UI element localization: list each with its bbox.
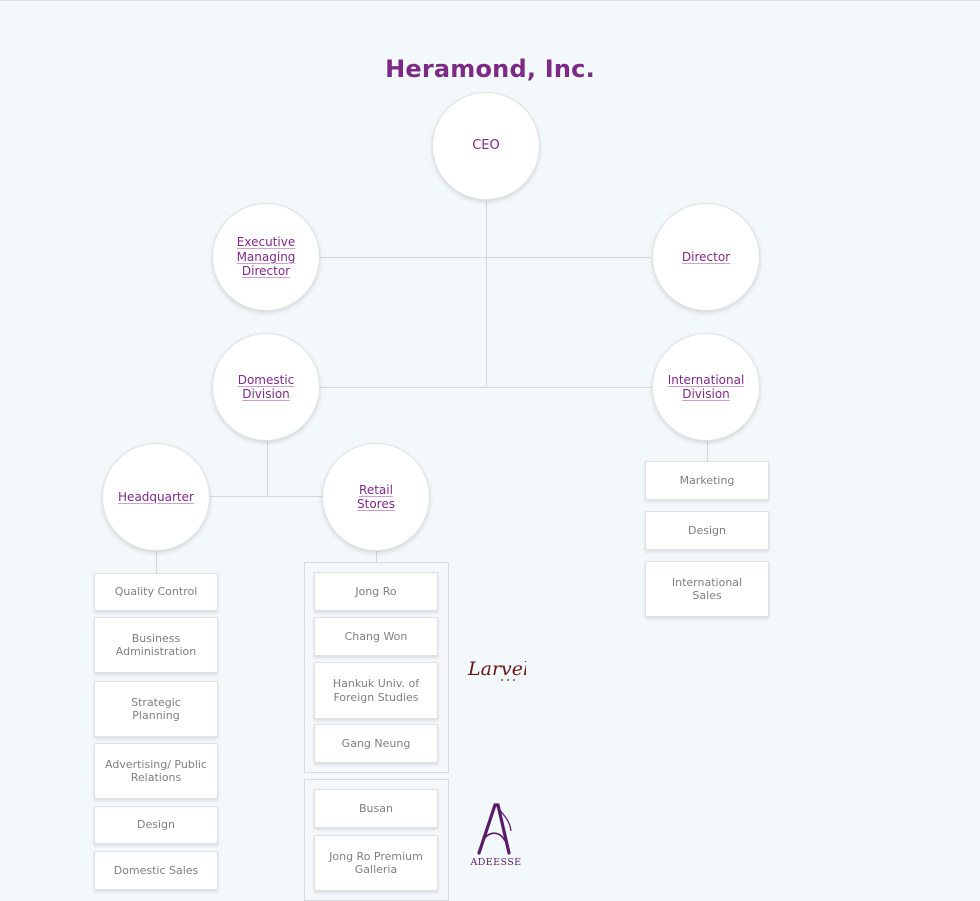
connector-domestic-down	[267, 441, 268, 497]
node-director-link[interactable]: Director	[681, 249, 731, 264]
node-domestic-division-link[interactable]: Domestic Division	[237, 372, 295, 402]
intl-dept-design: Design	[645, 511, 769, 550]
node-headquarter[interactable]: Headquarter	[102, 443, 210, 551]
connector-ceo-trunk	[486, 201, 487, 388]
node-domestic-division[interactable]: Domestic Division	[212, 333, 320, 441]
store-hankuk-univ: Hankuk Univ. of Foreign Studies	[314, 662, 438, 719]
connector-directors	[320, 257, 651, 258]
connector-hq-down	[156, 551, 157, 573]
store-jong-ro-premium-galleria: Jong Ro Premium Galleria	[314, 835, 438, 891]
store-gang-neung: Gang Neung	[314, 724, 438, 763]
connector-hq-retail	[210, 496, 322, 497]
larvel-logo: Larvel	[466, 655, 529, 683]
connector-retail-down	[376, 551, 377, 563]
node-headquarter-link[interactable]: Headquarter	[118, 489, 194, 504]
hq-dept-strategic-planning: Strategic Planning	[94, 681, 218, 737]
hq-dept-business-administration: Business Administration	[94, 617, 218, 673]
store-chang-won: Chang Won	[314, 617, 438, 656]
hq-dept-advertising-pr: Advertising/ Public Relations	[94, 743, 218, 799]
node-ceo: CEO	[432, 92, 540, 200]
hq-dept-quality-control: Quality Control	[94, 573, 218, 611]
node-international-division[interactable]: International Division	[652, 333, 760, 441]
larvel-logo-text: Larvel	[467, 658, 526, 680]
intl-dept-international-sales: International Sales	[645, 561, 769, 617]
node-international-division-link[interactable]: International Division	[667, 372, 745, 402]
adeesse-logo-text: ADEESSE	[470, 857, 522, 868]
node-executive-managing-director-link[interactable]: Executive Managing Director	[236, 235, 296, 279]
connector-intl-down	[707, 441, 708, 462]
node-retail-stores[interactable]: Retail Stores	[322, 443, 430, 551]
node-executive-managing-director[interactable]: Executive Managing Director	[212, 203, 320, 311]
adeesse-logo: ADEESSE	[466, 801, 526, 869]
hq-dept-domestic-sales: Domestic Sales	[94, 851, 218, 890]
hq-dept-design: Design	[94, 806, 218, 844]
store-jong-ro: Jong Ro	[314, 572, 438, 611]
node-ceo-label: CEO	[472, 137, 500, 153]
connector-divisions	[320, 387, 651, 388]
intl-dept-marketing: Marketing	[645, 461, 769, 500]
node-director[interactable]: Director	[652, 203, 760, 311]
store-busan: Busan	[314, 789, 438, 828]
node-retail-stores-link[interactable]: Retail Stores	[357, 482, 395, 512]
page-title: Heramond, Inc.	[385, 55, 595, 83]
